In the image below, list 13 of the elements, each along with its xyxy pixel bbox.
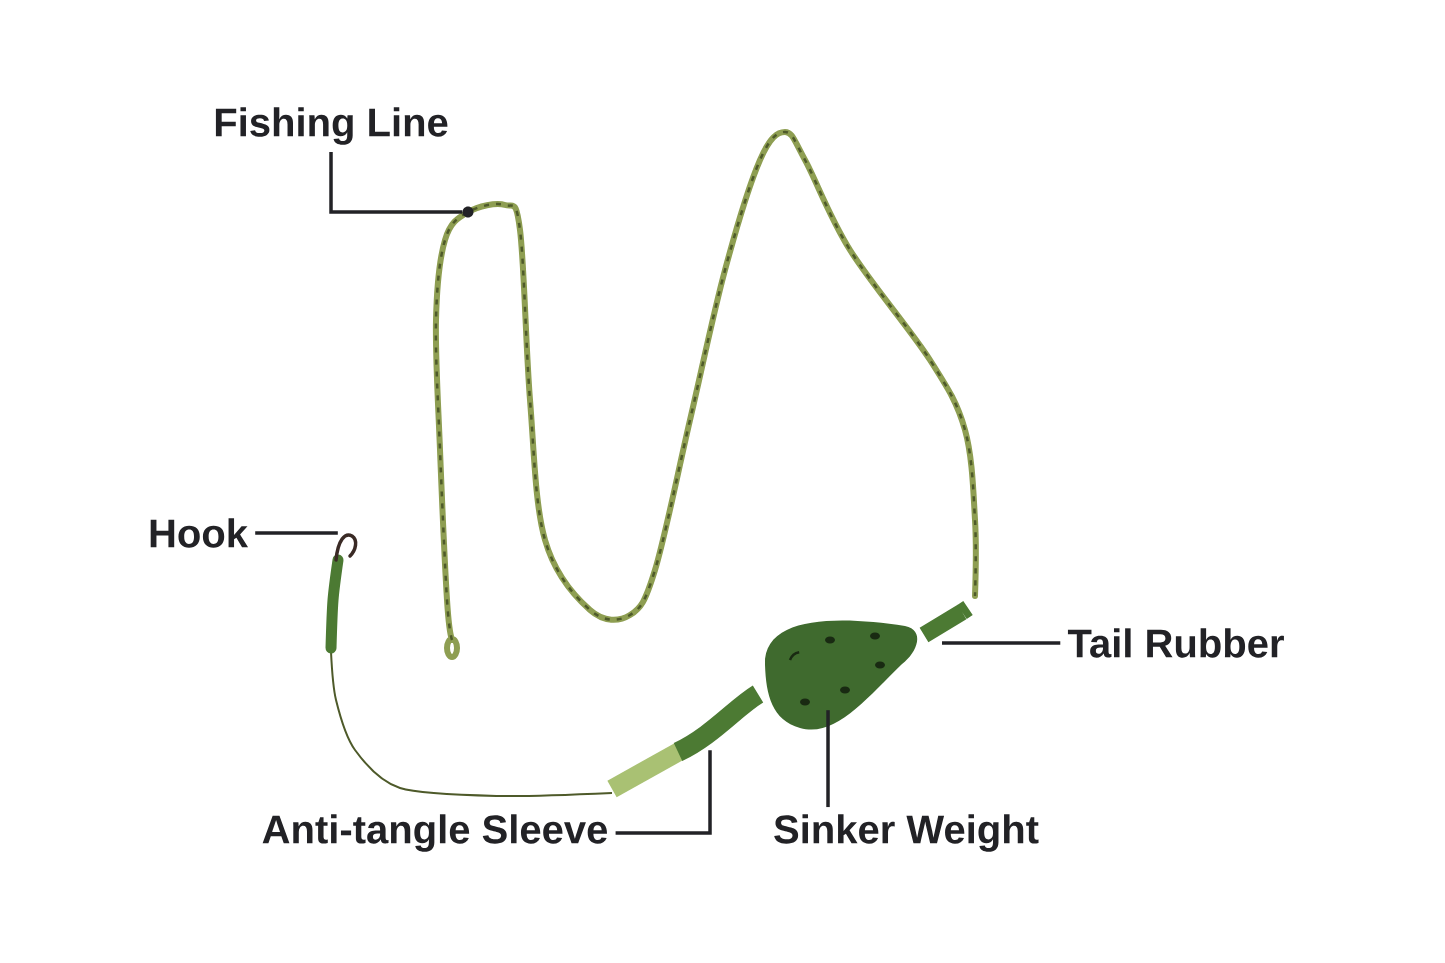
callout-label: Fishing Line <box>215 107 448 145</box>
leader-line <box>255 531 338 535</box>
sleeve-drawing <box>607 685 764 798</box>
leader-line <box>826 710 830 808</box>
leader-line <box>329 151 463 214</box>
hook-drawing <box>325 533 358 654</box>
sinker-drawing <box>765 620 918 730</box>
callout-label: Hook <box>150 518 249 548</box>
callout-label: Anti-tangle Sleeve <box>262 814 607 852</box>
leader-line <box>615 750 712 835</box>
callout-label: Tail Rubber <box>1067 628 1284 658</box>
leader-line <box>942 641 1061 645</box>
callout-label: Sinker Weight <box>774 814 1039 852</box>
